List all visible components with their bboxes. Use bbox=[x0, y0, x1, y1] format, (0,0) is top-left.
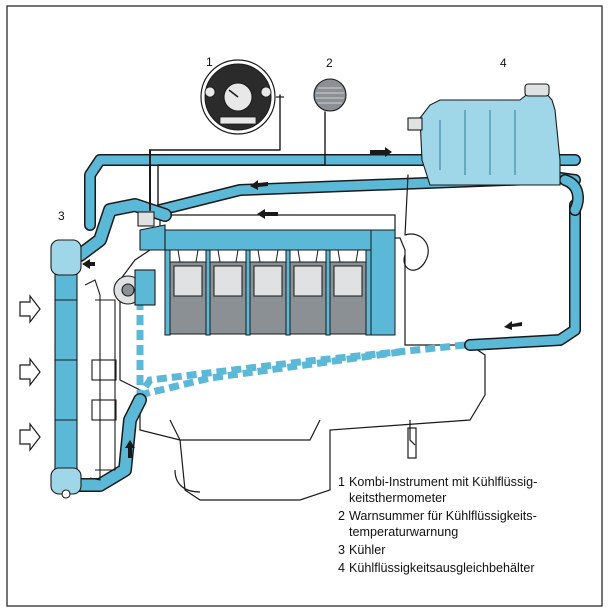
airflow-arrows bbox=[19, 294, 41, 452]
legend-text: Kühler bbox=[349, 543, 386, 557]
legend-num: 4 bbox=[338, 561, 346, 575]
callout-3: 3 bbox=[58, 209, 65, 223]
legend-item-2: 2 Warnsummer für Kühlflüssigkeits­temper… bbox=[338, 508, 600, 540]
legend: 1 Kombi-Instrument mit Kühlflüssig­keits… bbox=[338, 474, 600, 578]
legend-item-1: 1 Kombi-Instrument mit Kühlflüssig­keits… bbox=[338, 474, 600, 506]
legend-item-4: 4 Kühlflüssigkeitsausgleichbehälter bbox=[338, 560, 600, 576]
flow-arrow bbox=[82, 259, 95, 269]
legend-item-3: 3 Kühler bbox=[338, 542, 600, 558]
warning-buzzer bbox=[313, 78, 347, 112]
legend-text: Kombi-Instrument mit Kühlflüssig­keitsth… bbox=[349, 475, 538, 505]
radiator bbox=[50, 239, 82, 499]
coolant-hoses bbox=[63, 94, 584, 492]
legend-text: Kühlflüssigkeitsausgleichbehälter bbox=[349, 561, 535, 575]
airflow-arrow bbox=[19, 357, 41, 387]
fan-assembly bbox=[84, 211, 166, 481]
callout-1: 1 bbox=[206, 55, 213, 69]
airflow-arrow bbox=[19, 294, 41, 324]
cylinder-bank bbox=[164, 229, 396, 336]
expansion-tank bbox=[407, 83, 561, 186]
callout-4: 4 bbox=[500, 56, 507, 70]
legend-num: 2 bbox=[338, 509, 346, 523]
legend-num: 1 bbox=[338, 475, 346, 489]
legend-num: 3 bbox=[338, 543, 346, 557]
flow-arrow bbox=[370, 147, 392, 157]
flow-arrow bbox=[125, 440, 135, 458]
flow-arrow bbox=[250, 180, 268, 190]
callout-2: 2 bbox=[326, 56, 333, 70]
flow-arrow bbox=[257, 209, 278, 219]
combi-instrument bbox=[200, 59, 284, 135]
flow-arrow bbox=[504, 321, 522, 330]
lower-coolant-channel bbox=[136, 300, 466, 400]
airflow-arrow bbox=[19, 422, 41, 452]
legend-text: Warnsummer für Kühlflüssigkeits­temperat… bbox=[349, 509, 537, 539]
